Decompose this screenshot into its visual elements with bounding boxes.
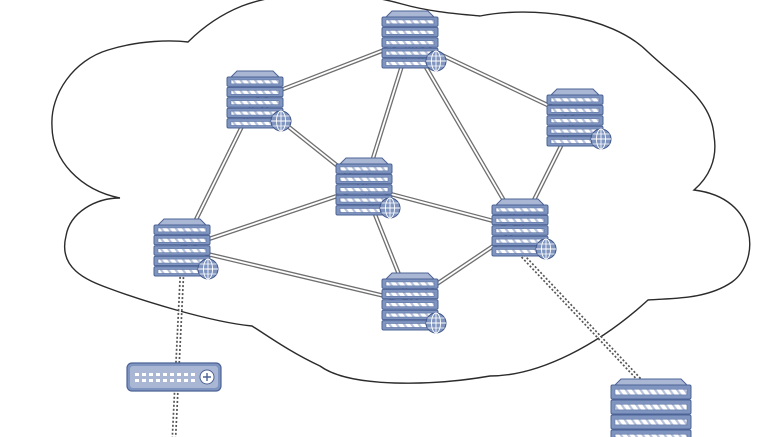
link-server-left-to-router-outside xyxy=(171,272,185,437)
server-globe-icon xyxy=(226,70,284,129)
server-left-node xyxy=(153,218,219,280)
server-globe-icon xyxy=(546,88,604,147)
server-center-right-node xyxy=(491,198,557,260)
globe-icon xyxy=(270,110,292,132)
server-globe-icon xyxy=(381,10,439,69)
server-bottom-node xyxy=(381,272,447,334)
server-upper-left-node xyxy=(226,70,292,132)
server-icon xyxy=(610,378,692,437)
link-server-left-to-server-bottom xyxy=(181,245,411,305)
server-right-node xyxy=(546,88,612,150)
server-center-node xyxy=(335,157,401,219)
router-icon xyxy=(126,362,222,392)
globe-icon xyxy=(379,197,401,219)
router-status-icon xyxy=(199,369,215,385)
link-server-top-to-server-center-right xyxy=(408,38,522,230)
server-outside-node xyxy=(610,378,692,437)
globe-icon xyxy=(425,50,447,72)
link-server-center-right-to-server-outside xyxy=(518,251,653,394)
server-globe-icon xyxy=(335,157,393,216)
nodes-layer xyxy=(126,10,692,437)
globe-icon xyxy=(197,258,219,280)
server-top-node xyxy=(381,10,447,72)
globe-icon xyxy=(425,312,447,334)
globe-icon xyxy=(535,238,557,260)
server-globe-icon xyxy=(491,198,549,257)
link-server-center-to-server-left xyxy=(181,184,365,251)
globe-icon xyxy=(590,128,612,150)
router-outside-node xyxy=(126,362,222,392)
server-globe-icon xyxy=(153,218,211,277)
